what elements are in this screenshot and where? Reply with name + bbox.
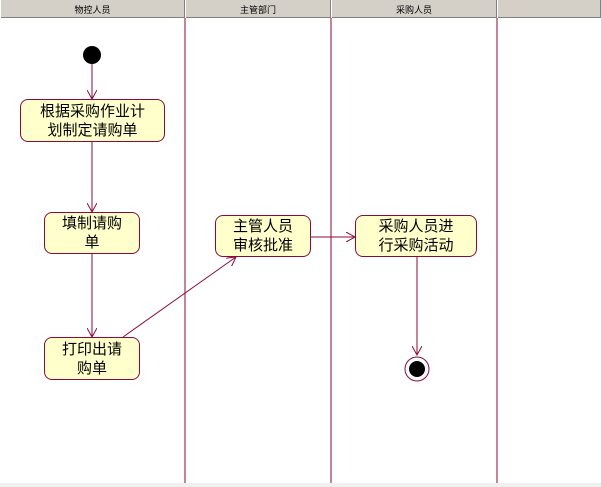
final-node: [409, 361, 425, 377]
activity-manager-approve[interactable]: 主管人员 审核批准: [215, 215, 311, 257]
lane-title: 物控人员: [74, 5, 111, 16]
lane-header-management[interactable]: 主管部门: [185, 0, 331, 18]
activity-make-requisition-plan[interactable]: 根据采购作业计 划制定请购单: [20, 99, 165, 142]
activity-fill-requisition[interactable]: 填制请购 单: [44, 212, 140, 254]
bottom-scroll-strip: [0, 483, 601, 487]
lane-title: 主管部门: [239, 5, 276, 16]
swimlane-header-bar: [0, 0, 601, 18]
activity-print-requisition[interactable]: 打印出请 购单: [44, 337, 140, 380]
flow-arrow[interactable]: [122, 257, 236, 338]
lane-title: 采购人员: [395, 5, 432, 16]
lane-header-material-control[interactable]: 物控人员: [0, 0, 185, 18]
activity-purchase[interactable]: 采购人员进 行采购活动: [355, 215, 477, 257]
initial-node[interactable]: [83, 46, 101, 64]
lane-header-purchasing[interactable]: 采购人员: [331, 0, 497, 18]
